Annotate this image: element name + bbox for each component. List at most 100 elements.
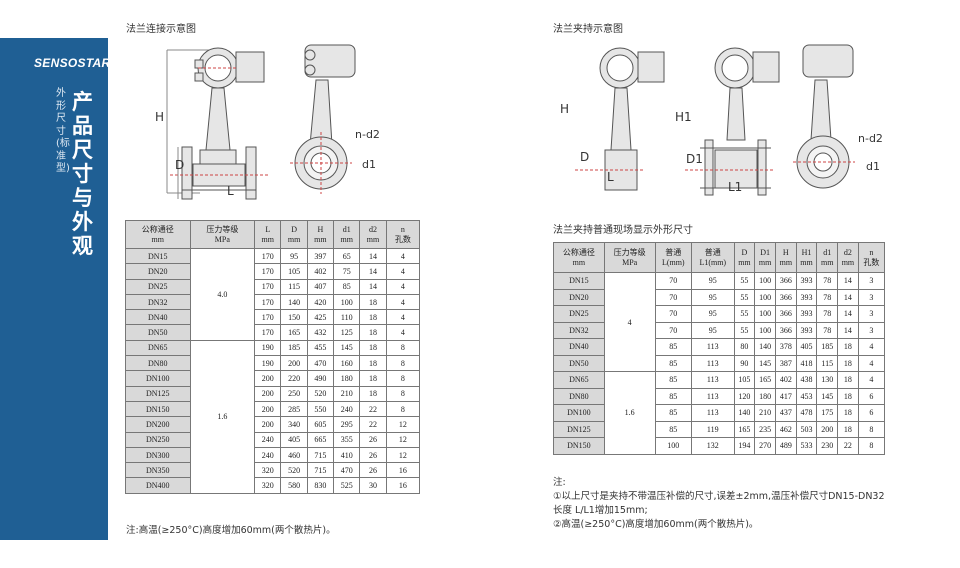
value-cell: 520 <box>280 462 308 479</box>
value-cell: 453 <box>795 387 818 405</box>
value-cell: 85 <box>333 278 361 295</box>
value-cell: 16 <box>385 462 421 479</box>
value-cell: 489 <box>774 437 797 455</box>
flange-diagram-caption: 法兰连接示意图 <box>126 24 196 35</box>
value-cell: 14 <box>837 321 859 339</box>
value-cell: 4 <box>857 371 886 389</box>
label-d1: d1 <box>362 158 376 171</box>
value-cell: 490 <box>306 370 335 387</box>
value-cell: 200 <box>280 355 308 372</box>
value-cell: 18 <box>359 339 387 357</box>
value-cell: 14 <box>837 272 859 290</box>
value-cell: 100 <box>333 293 361 311</box>
label-L: L <box>227 184 234 198</box>
value-cell: 4 <box>385 324 421 341</box>
value-cell: 185 <box>280 339 308 357</box>
nominal-diameter-cell: DN125 <box>125 385 191 402</box>
value-cell: 8 <box>385 370 421 387</box>
note-line: 注: <box>553 477 566 488</box>
nominal-diameter-cell: DN20 <box>125 263 191 280</box>
nominal-diameter-cell: DN80 <box>553 387 605 405</box>
nominal-diameter-cell: DN32 <box>125 293 191 311</box>
value-cell: 715 <box>306 446 335 464</box>
value-cell: 270 <box>754 437 776 455</box>
value-cell: 402 <box>306 263 335 280</box>
value-cell: 85 <box>654 420 692 438</box>
value-cell: 140 <box>754 338 776 356</box>
value-cell: 145 <box>333 339 361 357</box>
value-cell: 210 <box>333 385 361 402</box>
value-cell: 8 <box>857 437 886 455</box>
value-cell: 175 <box>816 404 839 422</box>
nominal-diameter-cell: DN50 <box>553 354 605 372</box>
value-cell: 200 <box>816 420 839 438</box>
label-H: H <box>155 110 165 124</box>
value-cell: 119 <box>690 420 735 438</box>
value-cell: 22 <box>359 416 387 433</box>
value-cell: 4 <box>385 247 421 265</box>
value-cell: 410 <box>333 446 361 464</box>
value-cell: 220 <box>280 370 308 387</box>
value-cell: 120 <box>733 387 756 405</box>
value-cell: 4 <box>385 293 421 311</box>
value-cell: 320 <box>254 462 282 479</box>
value-cell: 455 <box>306 339 335 357</box>
value-cell: 4 <box>385 309 421 326</box>
value-cell: 320 <box>254 477 282 494</box>
label-nd2: n-d2 <box>858 132 883 145</box>
value-cell: 18 <box>359 355 387 372</box>
nominal-diameter-cell: DN20 <box>553 288 605 306</box>
value-cell: 3 <box>857 305 886 323</box>
value-cell: 16 <box>385 477 421 494</box>
value-cell: 14 <box>359 247 387 265</box>
value-cell: 366 <box>774 305 797 323</box>
value-cell: 145 <box>816 387 839 405</box>
value-cell: 18 <box>837 404 859 422</box>
value-cell: 113 <box>690 371 735 389</box>
value-cell: 387 <box>774 354 797 372</box>
nominal-diameter-cell: DN25 <box>553 305 605 323</box>
nominal-diameter-cell: DN125 <box>553 420 605 438</box>
value-cell: 18 <box>837 354 859 372</box>
value-cell: 830 <box>306 477 335 494</box>
value-cell: 150 <box>280 309 308 326</box>
value-cell: 393 <box>795 321 818 339</box>
value-cell: 113 <box>690 338 735 356</box>
value-cell: 165 <box>754 371 776 389</box>
value-cell: 240 <box>254 431 282 448</box>
value-cell: 210 <box>754 404 776 422</box>
value-cell: 200 <box>254 370 282 387</box>
value-cell: 113 <box>690 404 735 422</box>
value-cell: 405 <box>280 431 308 448</box>
nominal-diameter-cell: DN25 <box>125 278 191 295</box>
value-cell: 6 <box>857 404 886 422</box>
value-cell: 3 <box>857 288 886 306</box>
value-cell: 200 <box>254 400 282 418</box>
value-cell: 437 <box>774 404 797 422</box>
value-cell: 22 <box>837 437 859 455</box>
wafer-table-caption: 法兰夹持普通现场显示外形尺寸 <box>553 225 693 236</box>
label-nd2: n-d2 <box>355 128 380 141</box>
value-cell: 460 <box>280 446 308 464</box>
brand-logo: SENSOSTAR <box>34 56 111 70</box>
value-cell: 200 <box>254 385 282 402</box>
value-cell: 230 <box>816 437 839 455</box>
